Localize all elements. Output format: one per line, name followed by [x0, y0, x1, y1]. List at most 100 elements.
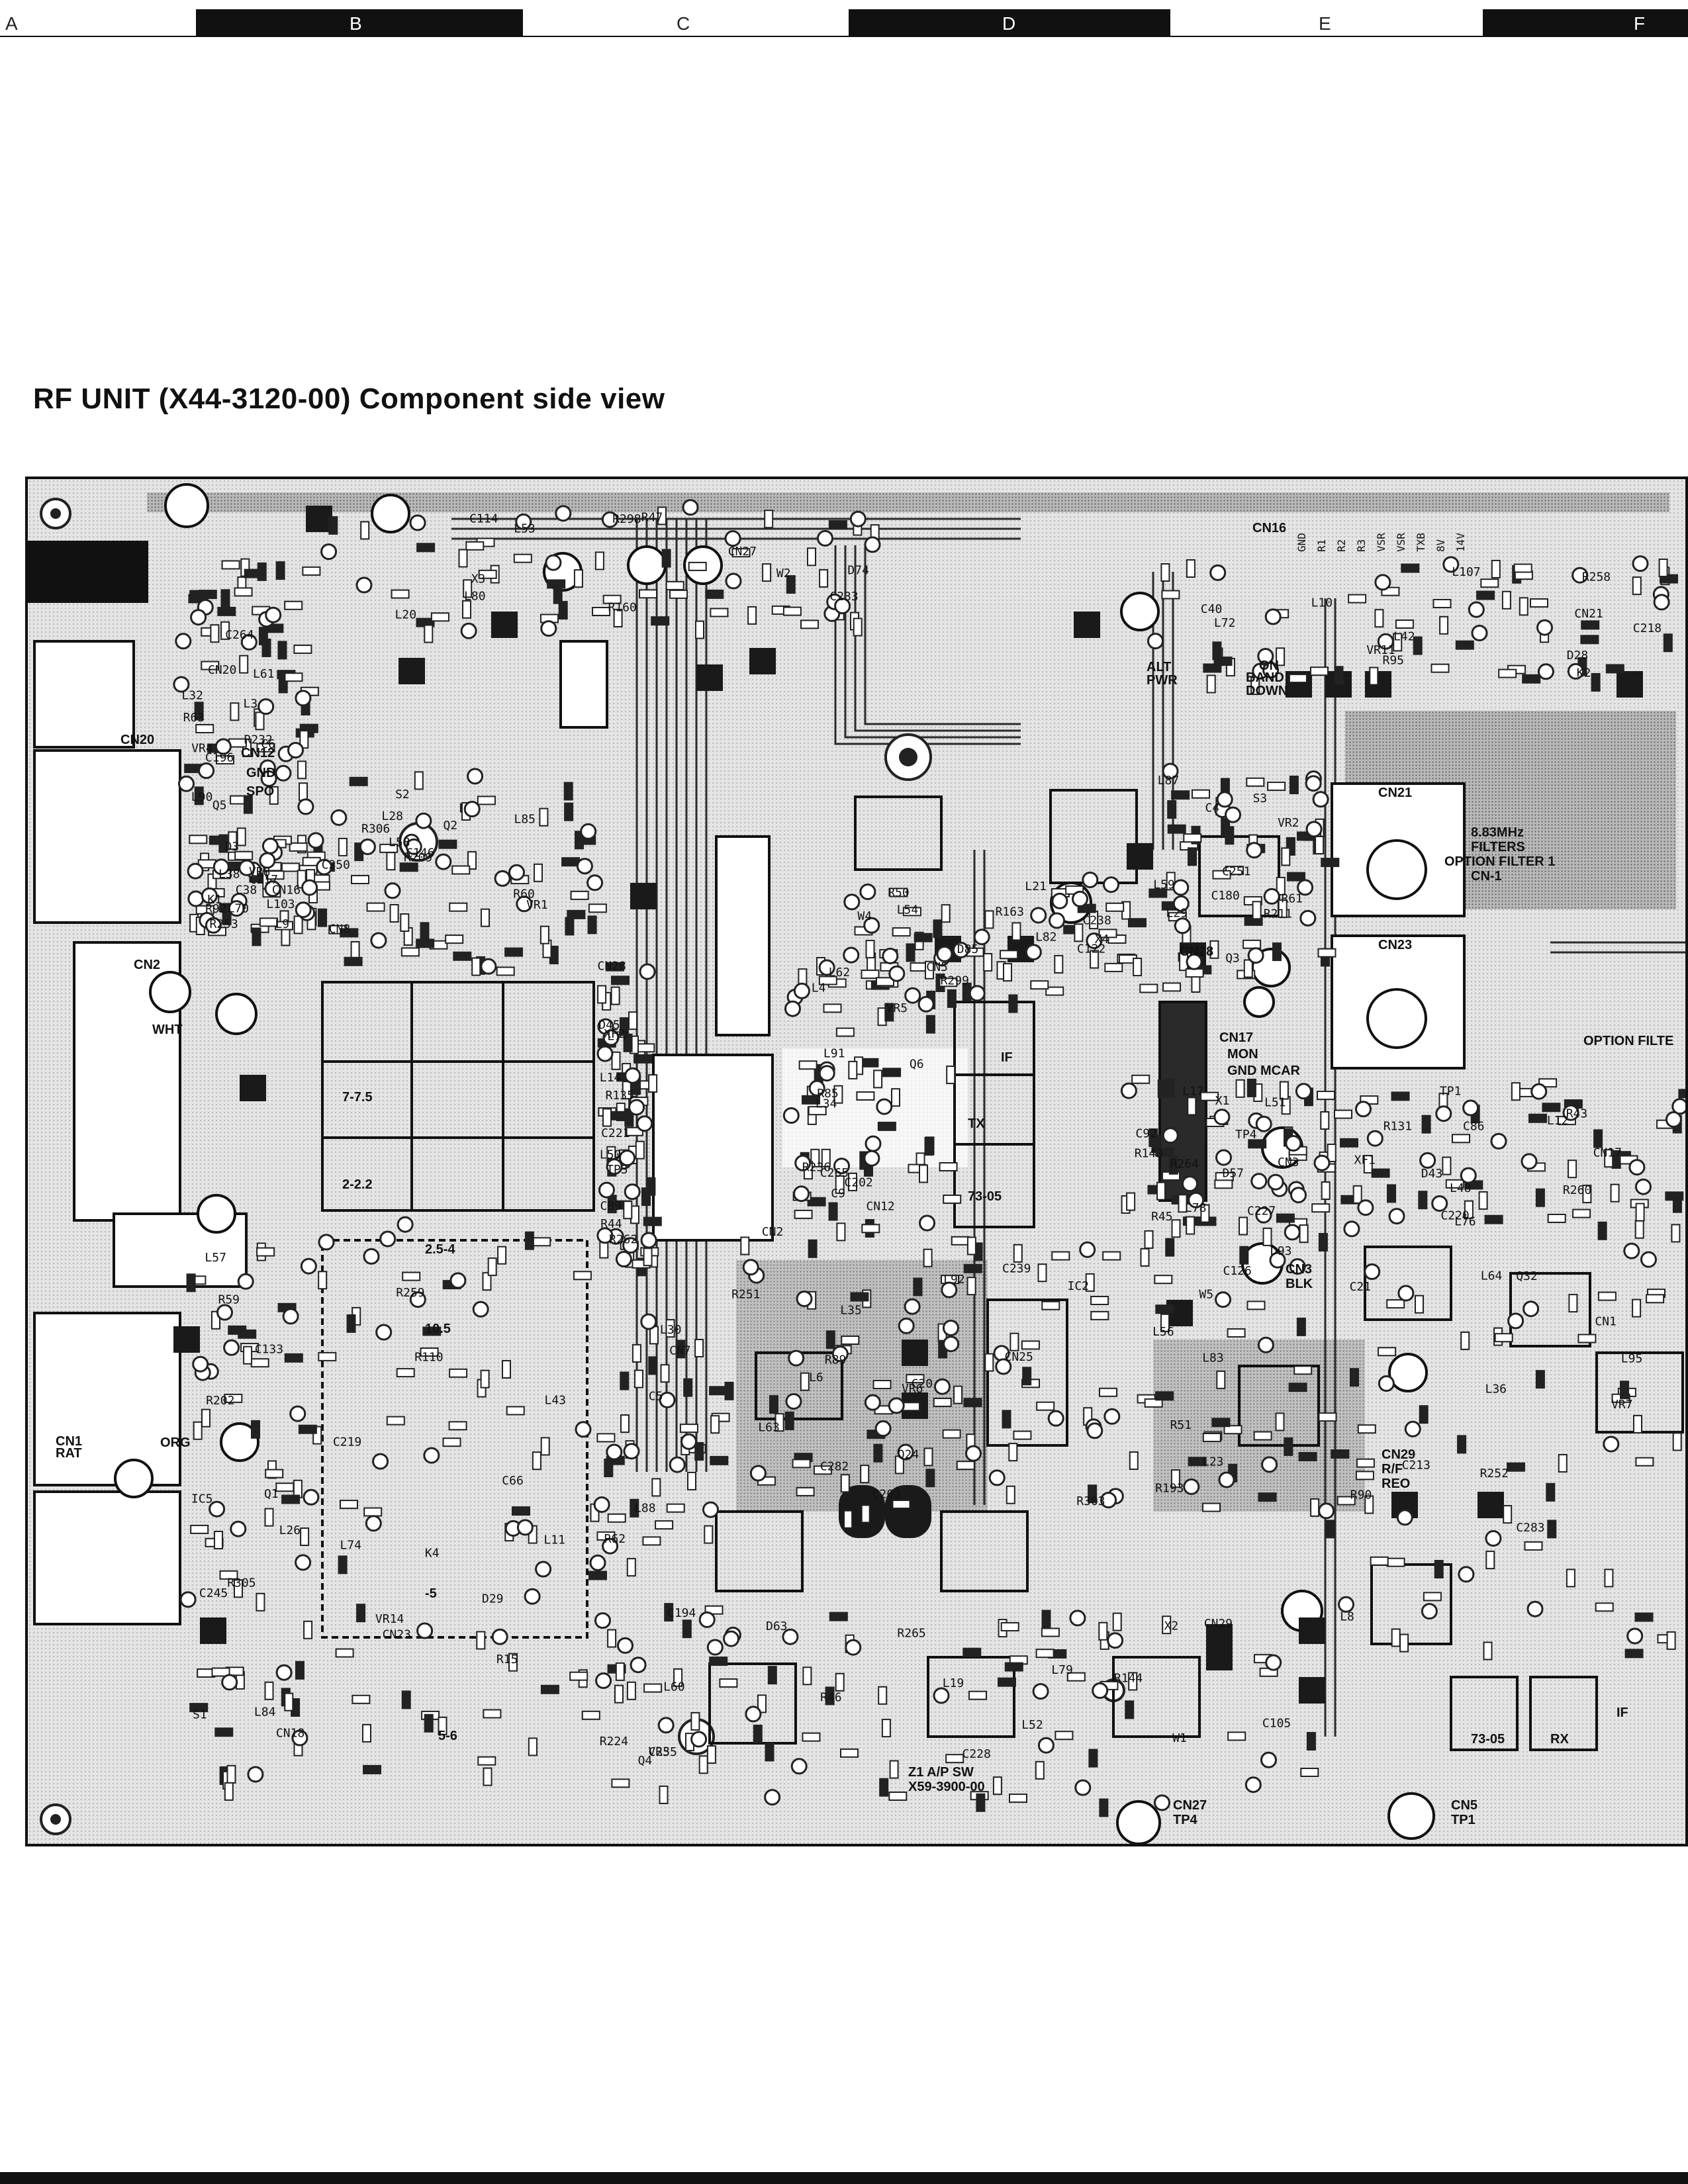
cn16-pin-label: TXB	[1415, 533, 1427, 552]
resistor-ref: R209	[404, 851, 432, 865]
resistor-ref: R160	[608, 600, 637, 614]
smd-pad	[881, 1719, 891, 1738]
smd-pad	[819, 569, 829, 588]
smd-pad	[1275, 1412, 1285, 1432]
smd-pad	[597, 985, 607, 1004]
via-pad	[888, 1397, 905, 1414]
smd-pad	[389, 904, 399, 923]
via-pad	[1162, 762, 1179, 780]
crystal-ref: X2	[1164, 1619, 1179, 1633]
component-pads	[173, 499, 1685, 1817]
coil-7-75-label: 7-7.5	[342, 1090, 373, 1105]
via-pad	[1571, 567, 1589, 584]
option-filter-sockets	[1331, 782, 1466, 1069]
via-pad	[639, 963, 656, 980]
via-pad	[282, 1308, 299, 1325]
smd-pad	[1331, 1449, 1350, 1459]
via-pad	[843, 946, 860, 964]
connector-cn2-label: CN2	[134, 958, 160, 972]
smd-pad	[709, 1657, 728, 1666]
capacitor-ref: C126	[1223, 1264, 1252, 1278]
connector-ref: CN8	[329, 923, 351, 936]
via-pad	[1378, 1375, 1395, 1392]
smd-pad	[251, 1420, 260, 1439]
via-pad	[1186, 953, 1203, 970]
smd-pad	[1484, 1214, 1503, 1224]
capacitor-ref: C114	[469, 512, 498, 526]
resistor-ref: R262	[609, 1233, 637, 1247]
smd-pad	[1278, 899, 1288, 919]
smd-pad	[1434, 1560, 1444, 1578]
cn16-pin-label: VSR	[1395, 533, 1407, 552]
diode-ref: D45	[598, 1019, 620, 1032]
smd-pad	[1593, 1129, 1603, 1148]
smd-pad	[1498, 668, 1517, 678]
smd-pad	[710, 608, 729, 617]
via-pad	[615, 1251, 632, 1267]
smd-pad	[802, 1732, 821, 1742]
cn27-tp4-label: TP4	[1173, 1813, 1198, 1827]
via-pad	[904, 1298, 921, 1315]
smd-pad	[211, 1667, 230, 1677]
via-pad	[1343, 1220, 1360, 1238]
smd-pad	[919, 1164, 928, 1183]
smd-pad	[1572, 1208, 1591, 1218]
smd-pad	[252, 927, 261, 946]
cn12-gnd-label: GND	[246, 766, 275, 780]
via-pad	[190, 609, 207, 626]
smd-pad	[1212, 870, 1231, 880]
smd-pad	[1144, 1398, 1163, 1408]
smd-pad	[239, 655, 249, 674]
smd-pad	[1591, 673, 1601, 692]
coil-tx-label: TX	[968, 1116, 985, 1131]
smd-pad	[800, 1372, 810, 1391]
smd-pad	[1223, 1425, 1243, 1435]
smd-pad	[602, 1108, 612, 1127]
smd-pad	[1350, 1368, 1359, 1387]
via-pad	[1530, 1083, 1548, 1100]
smd-pad	[1202, 1433, 1221, 1442]
resistor-ref: R253	[210, 917, 238, 931]
smd-pad	[1658, 559, 1668, 577]
connector-cn21-label: CN21	[1378, 786, 1412, 800]
via-pad	[1526, 1600, 1544, 1617]
smd-pad	[289, 842, 308, 852]
smd-pad	[1239, 1216, 1248, 1236]
smd-pad	[1665, 1191, 1684, 1201]
smd-pad	[344, 956, 363, 966]
smd-pad	[665, 1319, 675, 1338]
resistor-ref: R232	[244, 733, 273, 747]
smd-pad	[753, 1725, 763, 1743]
via-pad	[1567, 662, 1584, 680]
smd-pad	[1678, 1089, 1685, 1099]
smd-pad	[449, 902, 468, 912]
via-pad	[516, 1519, 534, 1536]
resistor-ref: R85	[817, 1087, 839, 1101]
smd-pad	[318, 1351, 337, 1361]
coil-105-label: 10.5	[425, 1322, 451, 1336]
resistor-ref: R59	[218, 1293, 240, 1307]
capacitor-ref: C20	[912, 1377, 933, 1391]
coil-ref: L63	[758, 1421, 780, 1435]
connector-cn12-label: CN12	[241, 746, 275, 760]
smd-pad	[588, 1570, 607, 1580]
smd-pad	[655, 1520, 674, 1530]
smd-pad	[303, 1620, 313, 1639]
via-pad	[876, 1098, 893, 1115]
smd-pad	[471, 957, 481, 976]
via-pad	[619, 1150, 635, 1167]
smd-pad	[1503, 1505, 1513, 1524]
grid-bar-underline	[0, 36, 1688, 37]
smd-pad	[835, 1672, 845, 1692]
smd-pad	[1566, 1569, 1575, 1588]
smd-pad	[259, 917, 278, 927]
smd-pad	[424, 1713, 434, 1733]
relay-ref: K4	[425, 1546, 440, 1560]
smd-pad	[1051, 1251, 1070, 1261]
via-pad	[968, 985, 986, 1002]
relay-ref: K2	[1577, 666, 1591, 680]
coil-ref: L10	[1311, 596, 1333, 610]
via-pad	[598, 1181, 615, 1199]
smd-pad	[818, 976, 837, 985]
smd-pad	[420, 922, 430, 941]
